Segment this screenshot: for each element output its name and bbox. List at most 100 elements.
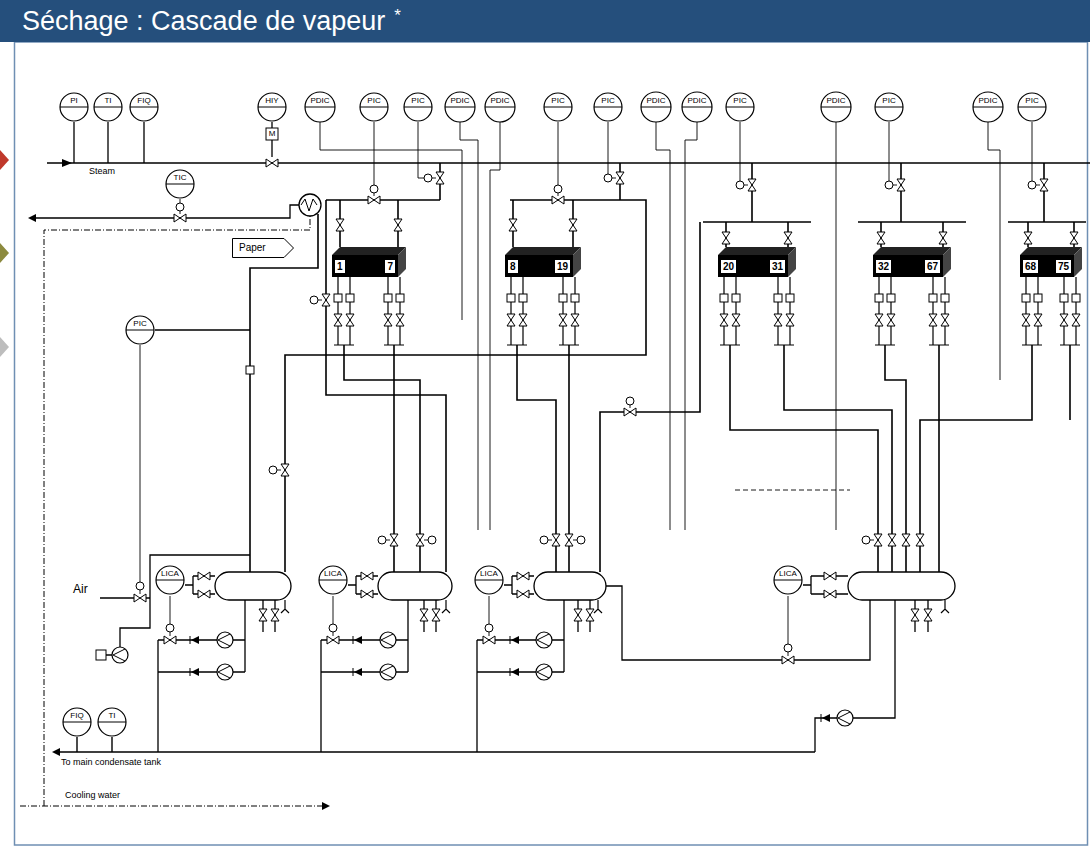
dryer-number: 7 (385, 260, 395, 273)
actuator (378, 536, 386, 544)
cooling-water-line (20, 216, 322, 806)
bubble-divider (305, 107, 335, 108)
bubble-circle (475, 566, 503, 594)
dryer-group: 2031 (718, 247, 796, 277)
valve (824, 590, 836, 598)
bubble-divider (875, 107, 903, 108)
valve (552, 534, 560, 546)
steam-trap (507, 294, 515, 302)
valve (586, 609, 594, 621)
valve (939, 232, 947, 244)
valve (507, 314, 515, 326)
valve (875, 314, 883, 326)
actuator (1028, 181, 1036, 189)
check-valve (510, 668, 519, 676)
valve (748, 179, 756, 191)
bubble-divider (156, 580, 184, 581)
valve (396, 314, 404, 326)
dryer-top (505, 247, 581, 255)
bubble-circle (726, 93, 754, 121)
bubble-circle (1018, 93, 1046, 121)
separator-tank (534, 572, 606, 600)
drain (594, 600, 602, 613)
bubble-circle (305, 92, 335, 122)
valve (517, 572, 529, 580)
actuator (428, 536, 436, 544)
check-valve (190, 668, 199, 676)
instrument-bubble: PIC (403, 92, 433, 122)
node-label: PDIC (646, 96, 665, 106)
bubble-divider (641, 107, 671, 108)
steam-trap (346, 294, 354, 302)
heat-exchanger (299, 194, 321, 216)
dryer-group: 819 (505, 247, 581, 277)
dryer-front (718, 255, 788, 277)
node-label: TI (104, 96, 111, 106)
instrument-bubble: PIC (1017, 92, 1047, 122)
valve (874, 534, 882, 546)
instrument-bubble: LICA (318, 565, 348, 595)
bubble-outline (640, 91, 672, 123)
valve (1072, 314, 1080, 326)
valve (722, 232, 730, 244)
bubble-circle (404, 93, 432, 121)
valve (174, 214, 186, 222)
valve (782, 656, 794, 664)
actuator (424, 174, 432, 182)
valve (571, 314, 579, 326)
valve (198, 572, 210, 580)
dryer-side (1074, 247, 1082, 277)
instrument-bubble: LICA (155, 565, 185, 595)
valve (517, 590, 529, 598)
pipes (20, 122, 1090, 806)
valve (436, 172, 444, 184)
dryer-front (505, 255, 573, 277)
bubble-divider (63, 722, 91, 723)
instrument-bubble: HIY (257, 92, 287, 122)
bubble-divider (475, 580, 503, 581)
actuator (554, 185, 562, 193)
node-label: PIC (1025, 96, 1038, 106)
valve (384, 314, 392, 326)
dryer-number: 31 (770, 260, 785, 273)
actuator (885, 181, 893, 189)
bubble-circle (682, 92, 712, 122)
drain (281, 600, 289, 613)
node-label: PIC (601, 96, 614, 106)
instrument-bubble: PIC (125, 315, 155, 345)
instrument-bubble: PIC (543, 92, 573, 122)
dryer-top (332, 247, 406, 255)
valve (720, 314, 728, 326)
bubble-circle (156, 566, 184, 594)
instrument-bubble: PIC (359, 92, 389, 122)
bubble-divider (98, 722, 126, 723)
pipe-label: Cooling water (64, 790, 121, 801)
valve (509, 219, 517, 231)
bubble-divider (774, 580, 802, 581)
valve (416, 534, 424, 546)
bubble-circle (544, 93, 572, 121)
valve (259, 609, 267, 621)
valve (552, 196, 564, 204)
pipe-label: To main condensate tank (60, 757, 162, 768)
valve (1024, 232, 1032, 244)
dryer-front (332, 255, 398, 277)
actuator (626, 397, 634, 405)
paper-arrow: Paper (232, 238, 294, 258)
dryer-number: 1 (335, 260, 345, 273)
steam-trap (396, 294, 404, 302)
header-bar: Séchage : Cascade de vapeur* (0, 0, 1090, 42)
valve (334, 314, 342, 326)
valve (1034, 314, 1042, 326)
actuator (166, 624, 174, 632)
bubble-circle (485, 92, 515, 122)
valve (569, 219, 577, 231)
valve (361, 590, 373, 598)
instrument-bubble: PDIC (820, 91, 852, 123)
valve (786, 314, 794, 326)
node-label: LICA (161, 569, 179, 579)
node-label: PIC (882, 96, 895, 106)
valve (281, 464, 289, 476)
bubble-divider (319, 580, 347, 581)
